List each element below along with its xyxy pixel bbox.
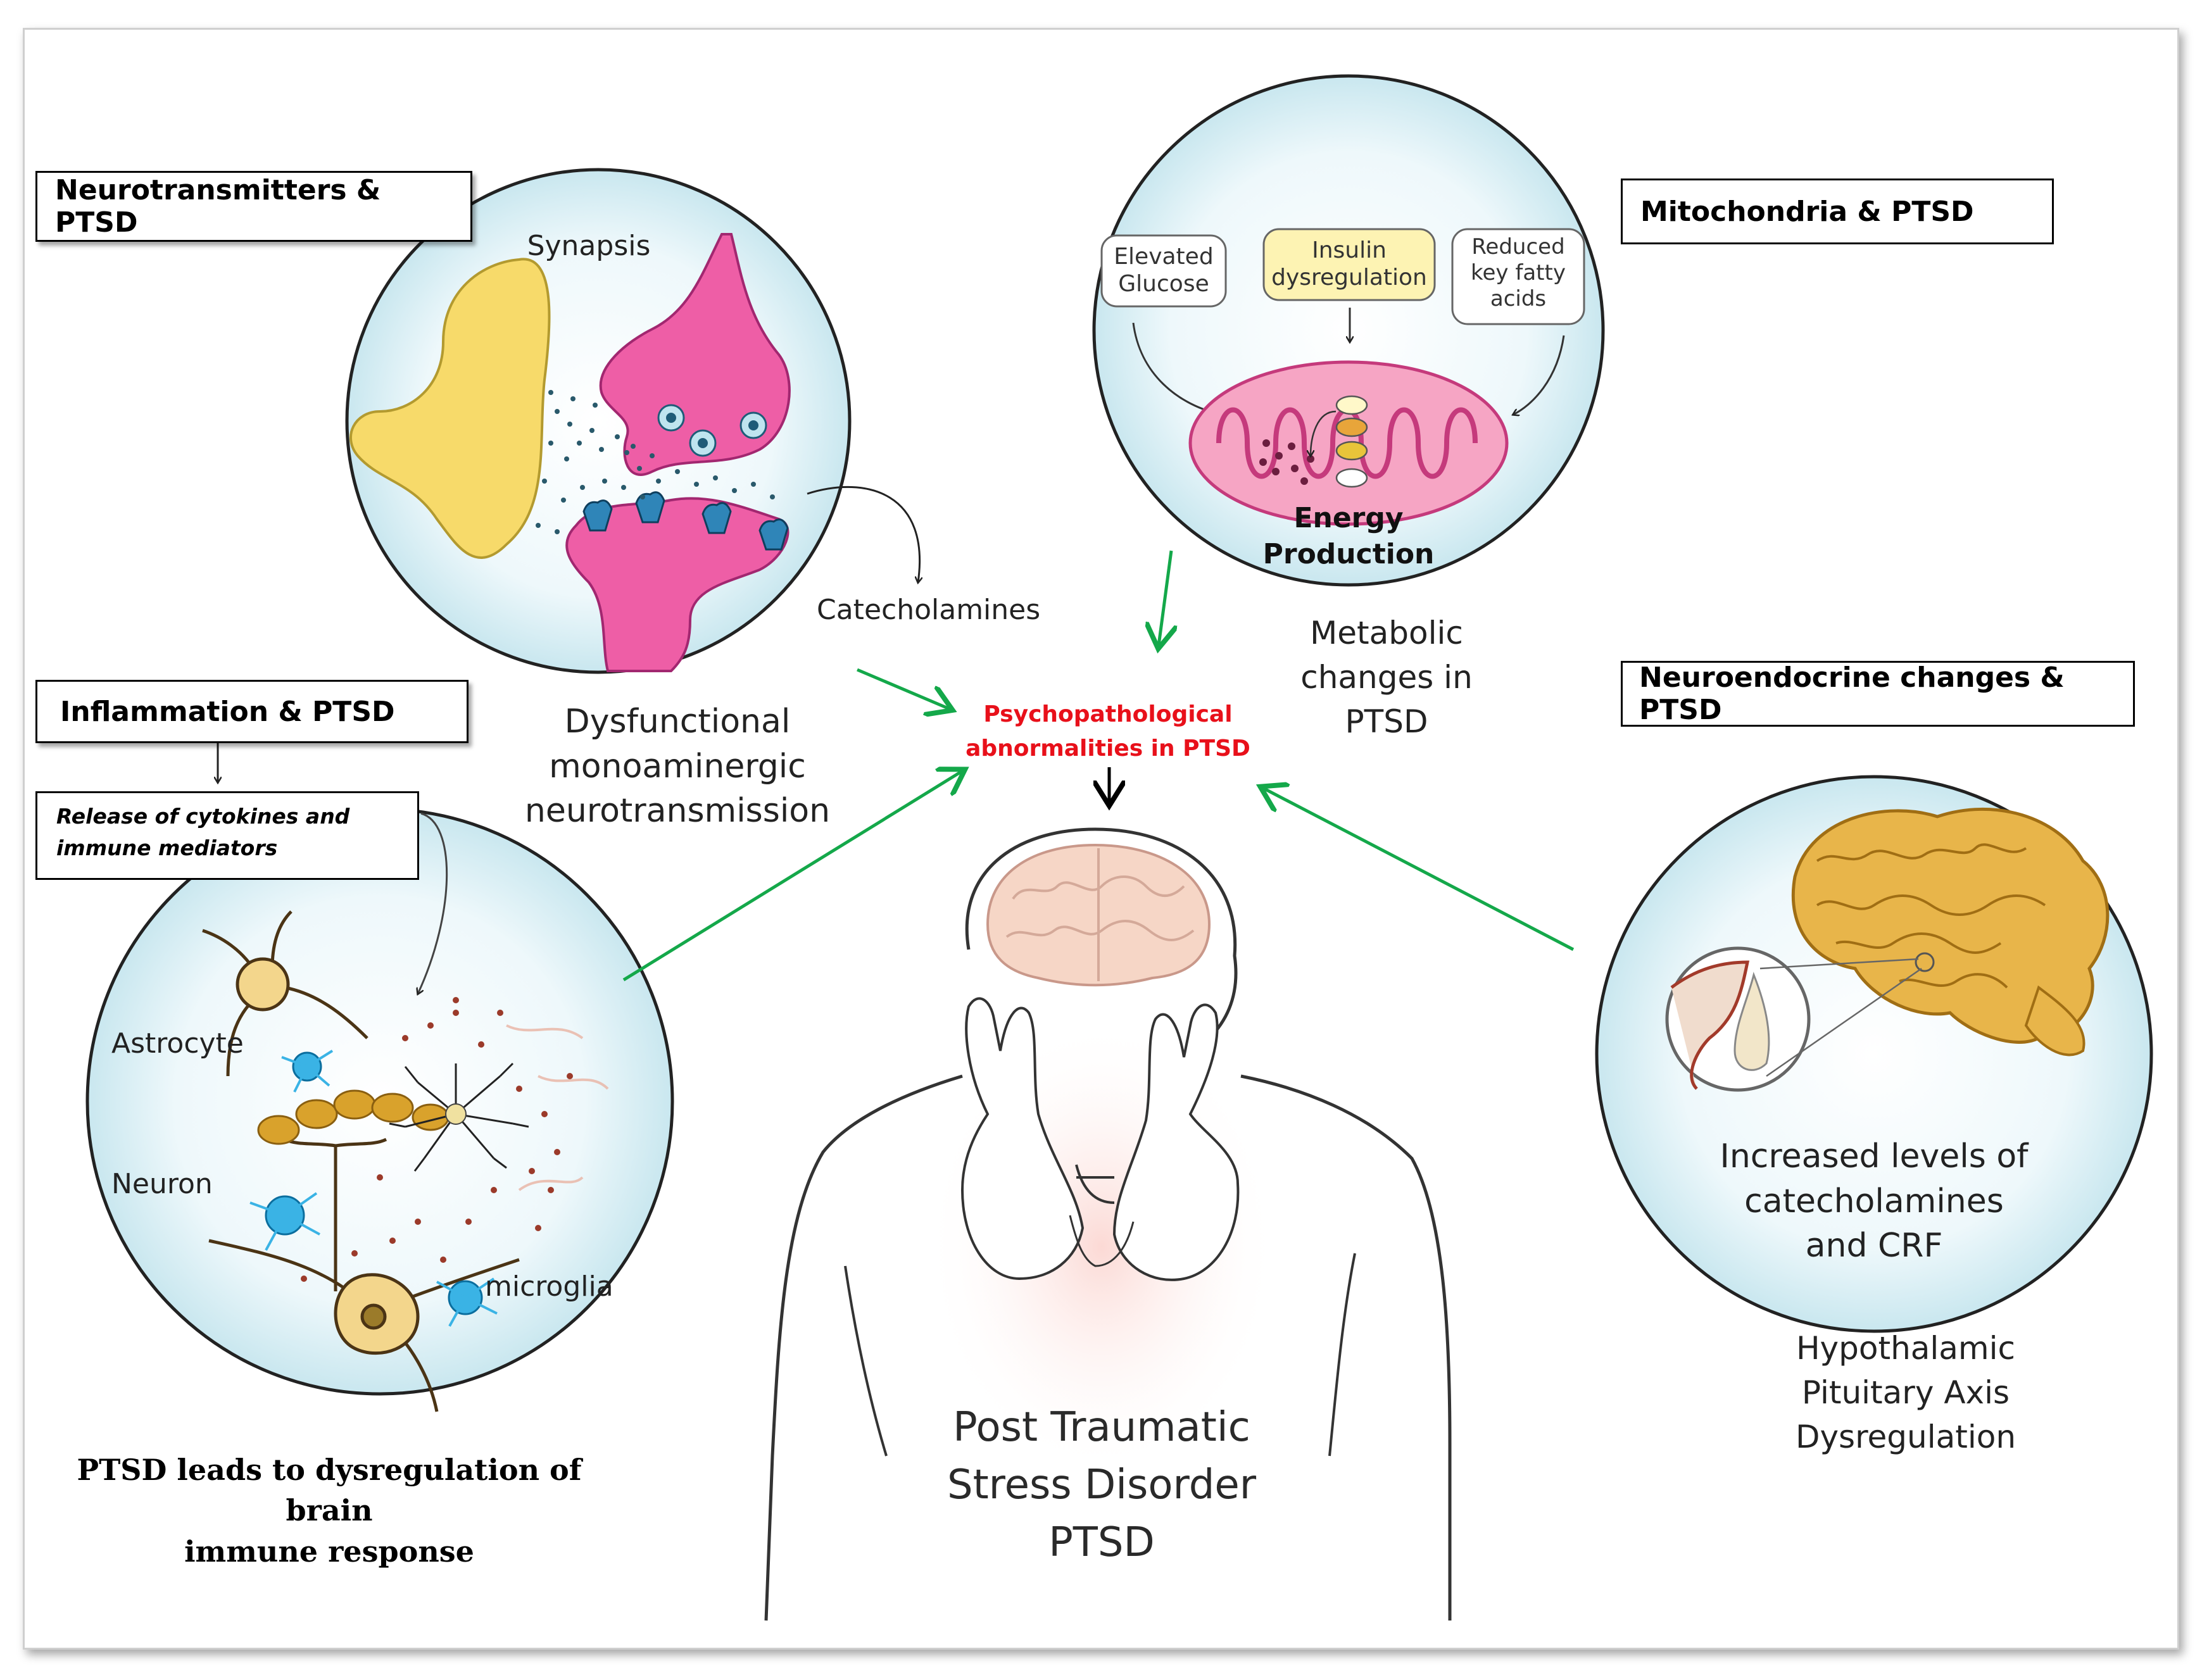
increased-levels-line-3: and CRF: [1805, 1227, 1943, 1265]
inflammation-box: Inflammation & PTSD: [35, 680, 469, 743]
mitochondria-circle: [1092, 74, 1605, 587]
neuroendocrine-box-label: Neuroendocrine changes & PTSD: [1639, 661, 2065, 726]
psychopathological-line-1: Psychopathological: [983, 701, 1233, 727]
metabolic-caption-line-1: Metabolic: [1310, 615, 1463, 651]
synapsis-caption-line-1: Dysfunctional: [564, 703, 791, 741]
neurotransmitters-box: Neurotransmitters & PTSD: [35, 171, 472, 242]
synapsis-caption-line-2: monoaminergic: [549, 747, 806, 786]
reduced-fatty-acids-label: Reduced key fatty acids: [1452, 234, 1584, 311]
neuroendocrine-circle: [1595, 775, 2153, 1333]
inflammation-caption-line-1: PTSD leads to dysregulation of brain: [77, 1453, 582, 1528]
inflammation-box-label: Inflammation & PTSD: [60, 695, 395, 728]
ptsd-label: Post Traumatic Stress Disorder PTSD: [905, 1399, 1298, 1572]
cytokines-pointer: [418, 812, 448, 994]
mitochondria-box: Mitochondria & PTSD: [1621, 179, 2054, 244]
elevated-glucose-label: Elevated Glucose: [1102, 243, 1226, 298]
ptsd-line-3: PTSD: [1048, 1519, 1155, 1566]
neuroendocrine-box: Neuroendocrine changes & PTSD: [1621, 661, 2135, 727]
mitochondria-box-label: Mitochondria & PTSD: [1640, 195, 1974, 228]
inflammation-circle: [85, 807, 674, 1412]
insulin-dysregulation-label: Insulin dysregulation: [1264, 237, 1435, 291]
catecholamines-label: Catecholamines: [817, 594, 1041, 626]
metabolic-caption: Metabolic changes in PTSD: [1279, 611, 1494, 744]
insulin-line-1: Insulin: [1312, 237, 1387, 263]
increased-levels-line-2: catecholamines: [1744, 1182, 2004, 1220]
synapsis-circle: [345, 168, 852, 674]
reduced-line-1: Reduced: [1471, 234, 1565, 260]
reduced-line-3: acids: [1490, 285, 1547, 311]
ptsd-line-2: Stress Disorder: [947, 1461, 1257, 1508]
energy-production-label: Energy Production: [1241, 500, 1456, 572]
elevated-glucose-line-2: Glucose: [1118, 271, 1209, 298]
catecholamines-pointer: [807, 486, 920, 582]
flow-arrows: [622, 550, 1575, 982]
synapsis-title: Synapsis: [527, 230, 651, 262]
hpa-caption: Hypothalamic Pituitary Axis Dysregulatio…: [1766, 1326, 2045, 1459]
metabolic-caption-line-2: changes in: [1300, 659, 1473, 696]
neurotransmitters-box-label: Neurotransmitters & PTSD: [55, 174, 381, 239]
energy-line-2: Production: [1262, 538, 1435, 571]
hpa-caption-line-2: Pituitary Axis: [1801, 1374, 2010, 1411]
cytokines-line-2: immune mediators: [56, 835, 278, 860]
microglia-label: microglia: [485, 1270, 613, 1303]
reduced-line-2: key fatty: [1471, 260, 1566, 285]
astrocyte-label: Astrocyte: [111, 1027, 244, 1060]
synapsis-caption-line-3: neurotransmission: [524, 792, 831, 831]
energy-line-1: Energy: [1293, 502, 1404, 534]
ptsd-line-1: Post Traumatic: [953, 1404, 1250, 1451]
ptsd-figure: [764, 827, 1452, 1621]
metabolic-caption-line-3: PTSD: [1345, 703, 1428, 740]
increased-levels-line-1: Increased levels of: [1720, 1138, 2029, 1175]
hpa-caption-line-3: Dysregulation: [1795, 1419, 2016, 1455]
hpa-caption-line-1: Hypothalamic: [1796, 1330, 2016, 1367]
cytokines-line-1: Release of cytokines and: [56, 804, 350, 829]
inflammation-caption: PTSD leads to dysregulation of brain imm…: [38, 1450, 620, 1572]
neuron-label: Neuron: [111, 1168, 213, 1200]
elevated-glucose-line-1: Elevated: [1114, 244, 1214, 270]
increased-levels-label: Increased levels of catecholamines and C…: [1678, 1134, 2070, 1269]
psychopathological-abnormalities-label: Psychopathological abnormalities in PTSD: [943, 698, 1273, 766]
insulin-line-2: dysregulation: [1271, 265, 1427, 291]
cytokines-box: Release of cytokines and immune mediator…: [35, 791, 419, 880]
psychopathological-line-2: abnormalities in PTSD: [966, 736, 1250, 762]
synapsis-caption: Dysfunctional monoaminergic neurotransmi…: [481, 699, 874, 834]
inflammation-caption-line-2: immune response: [184, 1534, 474, 1569]
